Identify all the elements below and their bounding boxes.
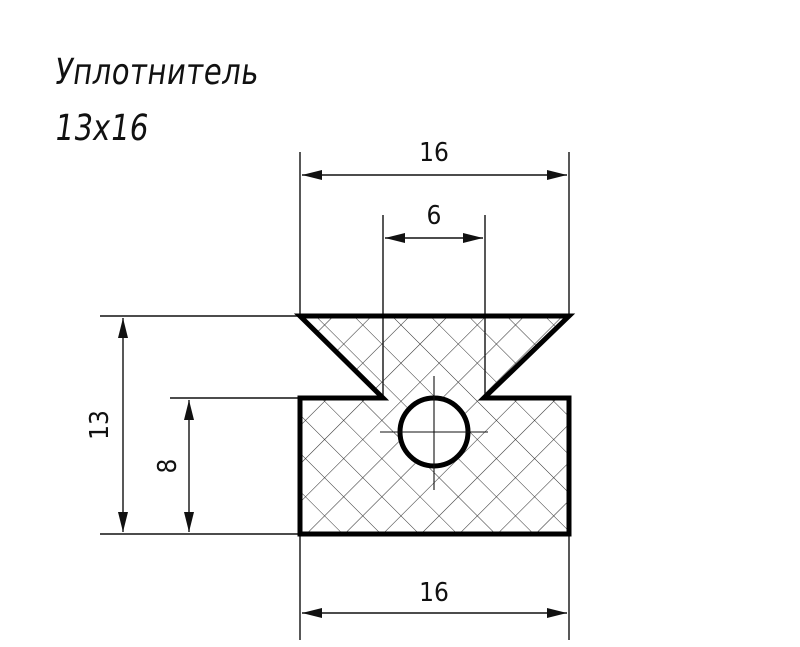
dim-top-width: 16 (419, 138, 449, 168)
extension-lines (100, 152, 570, 640)
dim-total-height: 13 (85, 410, 115, 440)
dim-bottom-width: 16 (419, 578, 449, 608)
dimension-lines (118, 170, 567, 618)
dim-slot-width: 6 (427, 201, 442, 231)
center-marks (380, 376, 488, 490)
dim-body-height: 8 (153, 459, 183, 474)
